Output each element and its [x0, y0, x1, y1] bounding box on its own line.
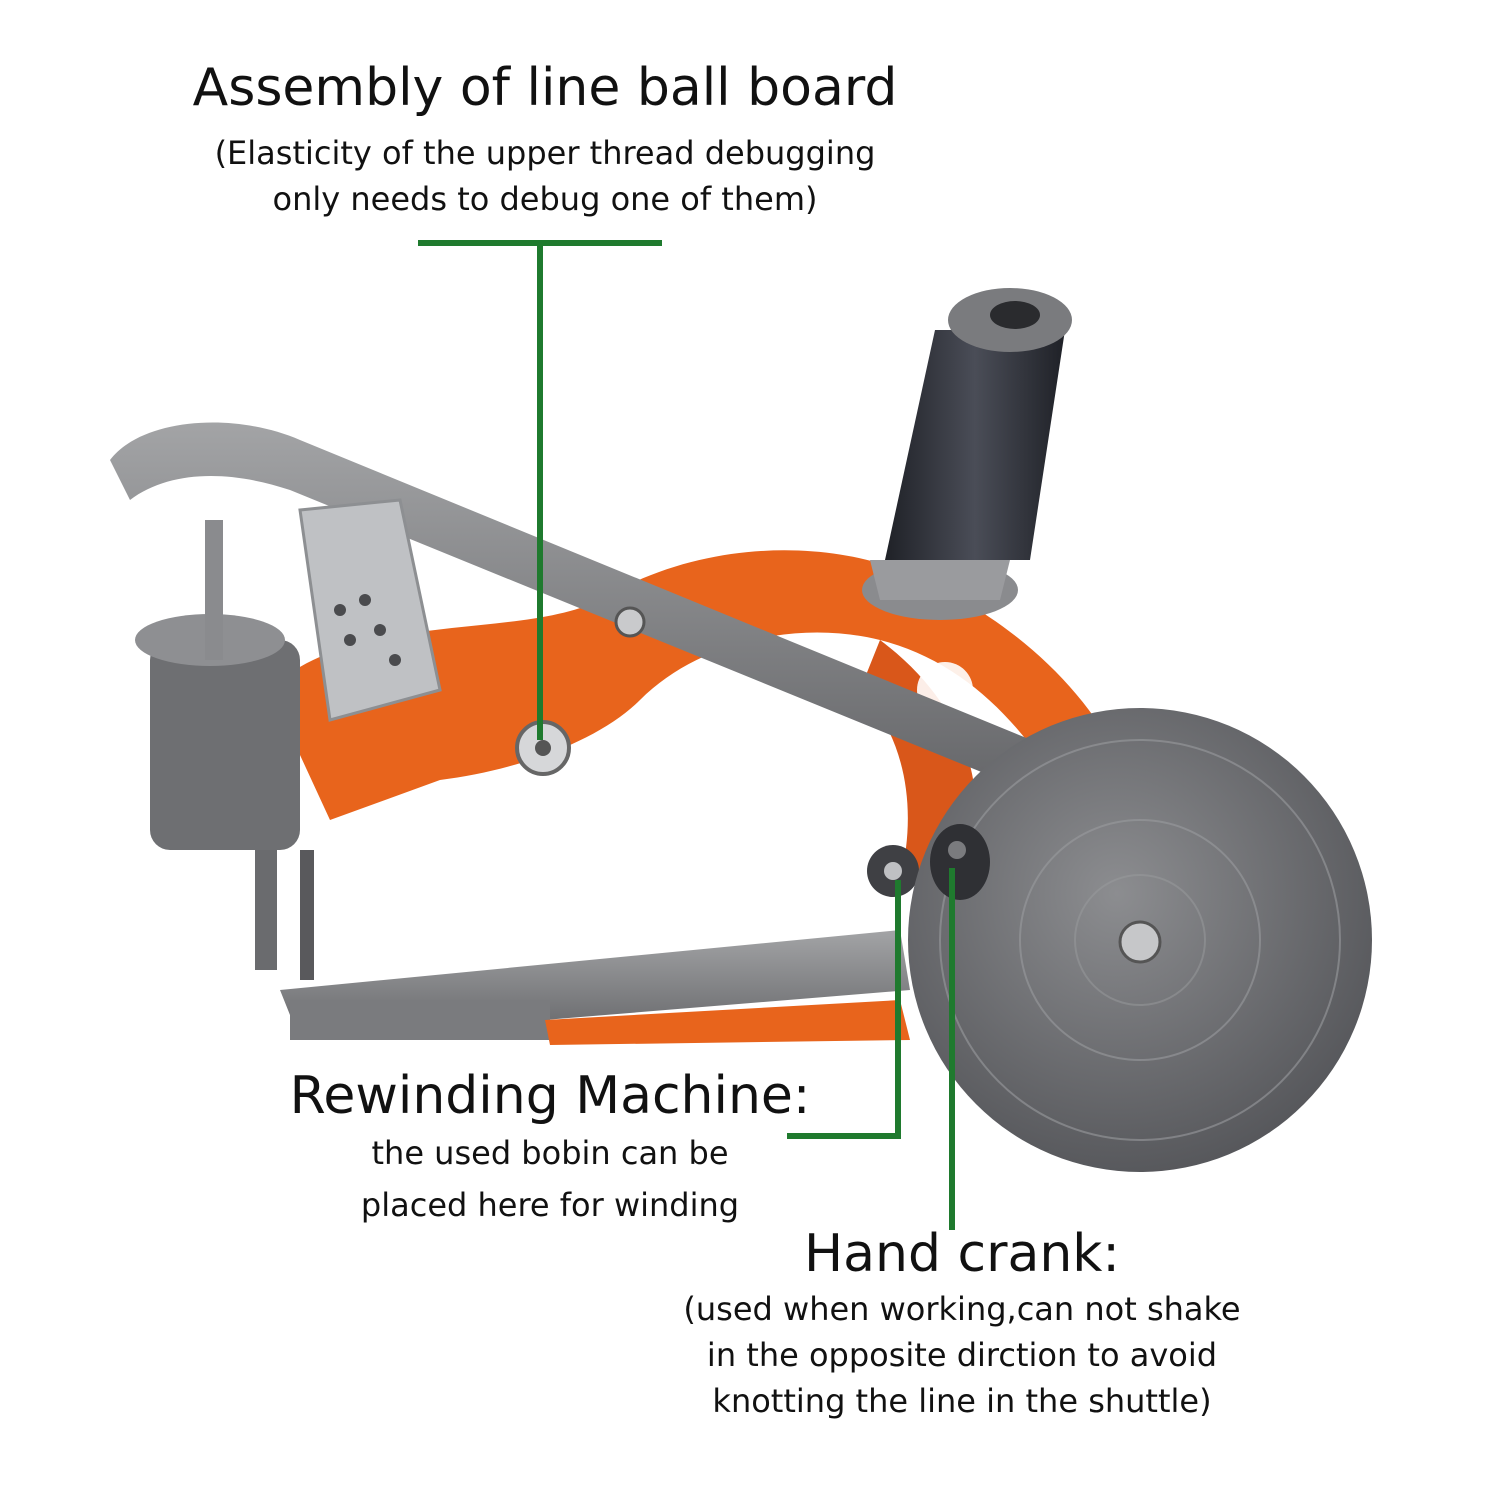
- label-rewinding-line-1: the used bobin can be: [371, 1134, 729, 1172]
- tension-plate: [298, 498, 442, 722]
- label-assembly-line-2: only needs to debug one of them): [272, 180, 818, 218]
- needle-head: [150, 640, 300, 850]
- thread-spool: [885, 330, 1065, 560]
- label-assembly: Assembly of line ball board (Elasticity …: [193, 58, 898, 222]
- label-rewinding-title: Rewinding Machine:: [289, 1066, 811, 1126]
- hub-nut: [1118, 920, 1162, 964]
- orange-frame: [270, 550, 1120, 820]
- needle-bar: [205, 520, 223, 660]
- presser-foot: [255, 850, 277, 970]
- label-assembly-title: Assembly of line ball board: [192, 58, 898, 118]
- label-rewinding: Rewinding Machine: the used bobin can be…: [290, 1066, 811, 1228]
- arm-pivot-bolt: [614, 606, 646, 638]
- label-crank: Hand crank: (used when working,can not s…: [683, 1224, 1240, 1424]
- label-crank-title: Hand crank:: [804, 1224, 1120, 1284]
- upper-arm: [110, 422, 1080, 800]
- label-assembly-line-1: (Elasticity of the upper thread debuggin…: [214, 134, 876, 172]
- label-crank-line-1: (used when working,can not shake: [683, 1290, 1241, 1328]
- label-crank-line-3: knotting the line in the shuttle): [712, 1382, 1212, 1420]
- bed-base: [290, 1000, 550, 1040]
- needle: [300, 850, 314, 980]
- label-rewinding-line-2: placed here for winding: [360, 1186, 740, 1224]
- plate-holes: [334, 594, 401, 666]
- leader-lines: [418, 240, 955, 1230]
- hand-crank-knob: [930, 824, 990, 900]
- spool-flare: [870, 560, 1010, 600]
- label-crank-line-2: in the opposite dirction to avoid: [706, 1336, 1218, 1374]
- bed-orange: [545, 1000, 910, 1045]
